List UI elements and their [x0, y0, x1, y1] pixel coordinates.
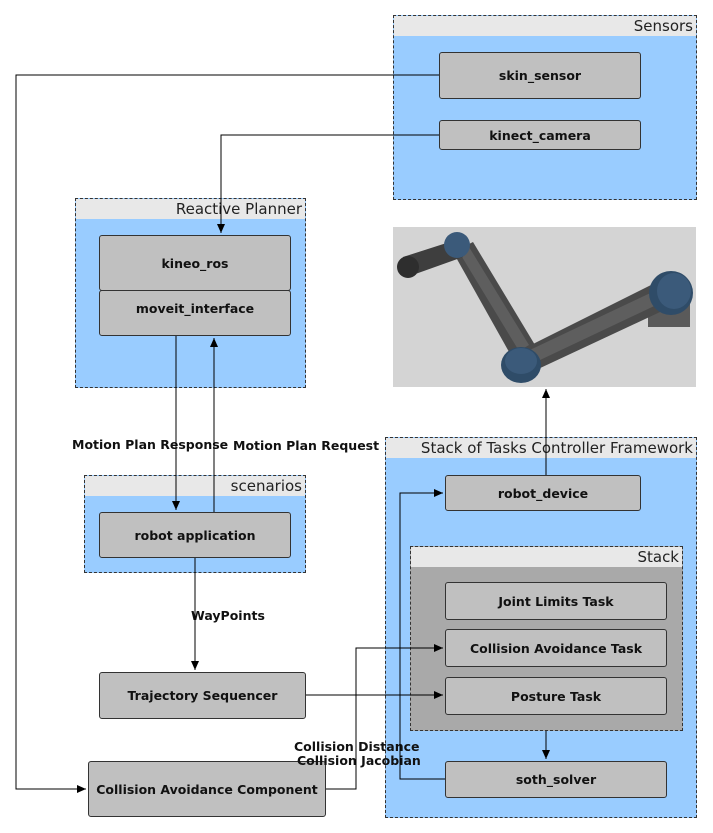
reactive-planner-group-title: Reactive Planner [76, 199, 305, 219]
collision-avoidance-component-node[interactable]: Collision Avoidance Component [88, 761, 326, 817]
robot-shoulder-cap [657, 273, 691, 309]
trajectory-sequencer-node[interactable]: Trajectory Sequencer [99, 672, 306, 719]
waypoints-label: WayPoints [191, 608, 265, 623]
moveit-interface-node[interactable]: moveit_interface [99, 290, 291, 336]
robot-end-effector [397, 256, 419, 278]
robot-device-node[interactable]: robot_device [445, 475, 641, 511]
sot-group-title: Stack of Tasks Controller Framework [386, 438, 696, 458]
skin-sensor-node[interactable]: skin_sensor [439, 52, 641, 99]
collision-avoidance-task-node[interactable]: Collision Avoidance Task [445, 629, 667, 667]
kineo-ros-node[interactable]: kineo_ros [99, 235, 291, 291]
robot-elbow-cap [505, 348, 537, 374]
motion-plan-response-label: Motion Plan Response [72, 437, 229, 452]
solver-to-robot-device-edge [399, 489, 445, 780]
skin-sensor-to-collision-component-edge [15, 74, 439, 793]
collision-component-to-task-edge [326, 644, 443, 790]
joint-limits-task-node[interactable]: Joint Limits Task [445, 582, 667, 620]
robot-upper-arm-highlight [515, 287, 669, 369]
robot-arm-image [393, 227, 696, 387]
robot-arm-illustration [397, 232, 693, 383]
collision-distance-label: Collision Distance [294, 739, 420, 754]
kinect-camera-node[interactable]: kinect_camera [439, 120, 641, 150]
robot-wrist-joint [444, 232, 470, 258]
robot-forearm-highlight [459, 247, 529, 351]
stack-group-title: Stack [411, 547, 682, 567]
sensors-group-title: Sensors [394, 16, 696, 36]
soth-solver-node[interactable]: soth_solver [445, 761, 667, 798]
motion-plan-request-label: Motion Plan Request [233, 438, 380, 453]
posture-task-node[interactable]: Posture Task [445, 677, 667, 715]
kinect-to-kineo-edge [217, 134, 439, 233]
collision-jacobian-label: Collision Jacobian [297, 753, 421, 768]
sensors-group: Sensors [393, 15, 697, 200]
scenarios-group-title: scenarios [85, 476, 305, 496]
robot-application-node[interactable]: robot application [99, 512, 291, 558]
